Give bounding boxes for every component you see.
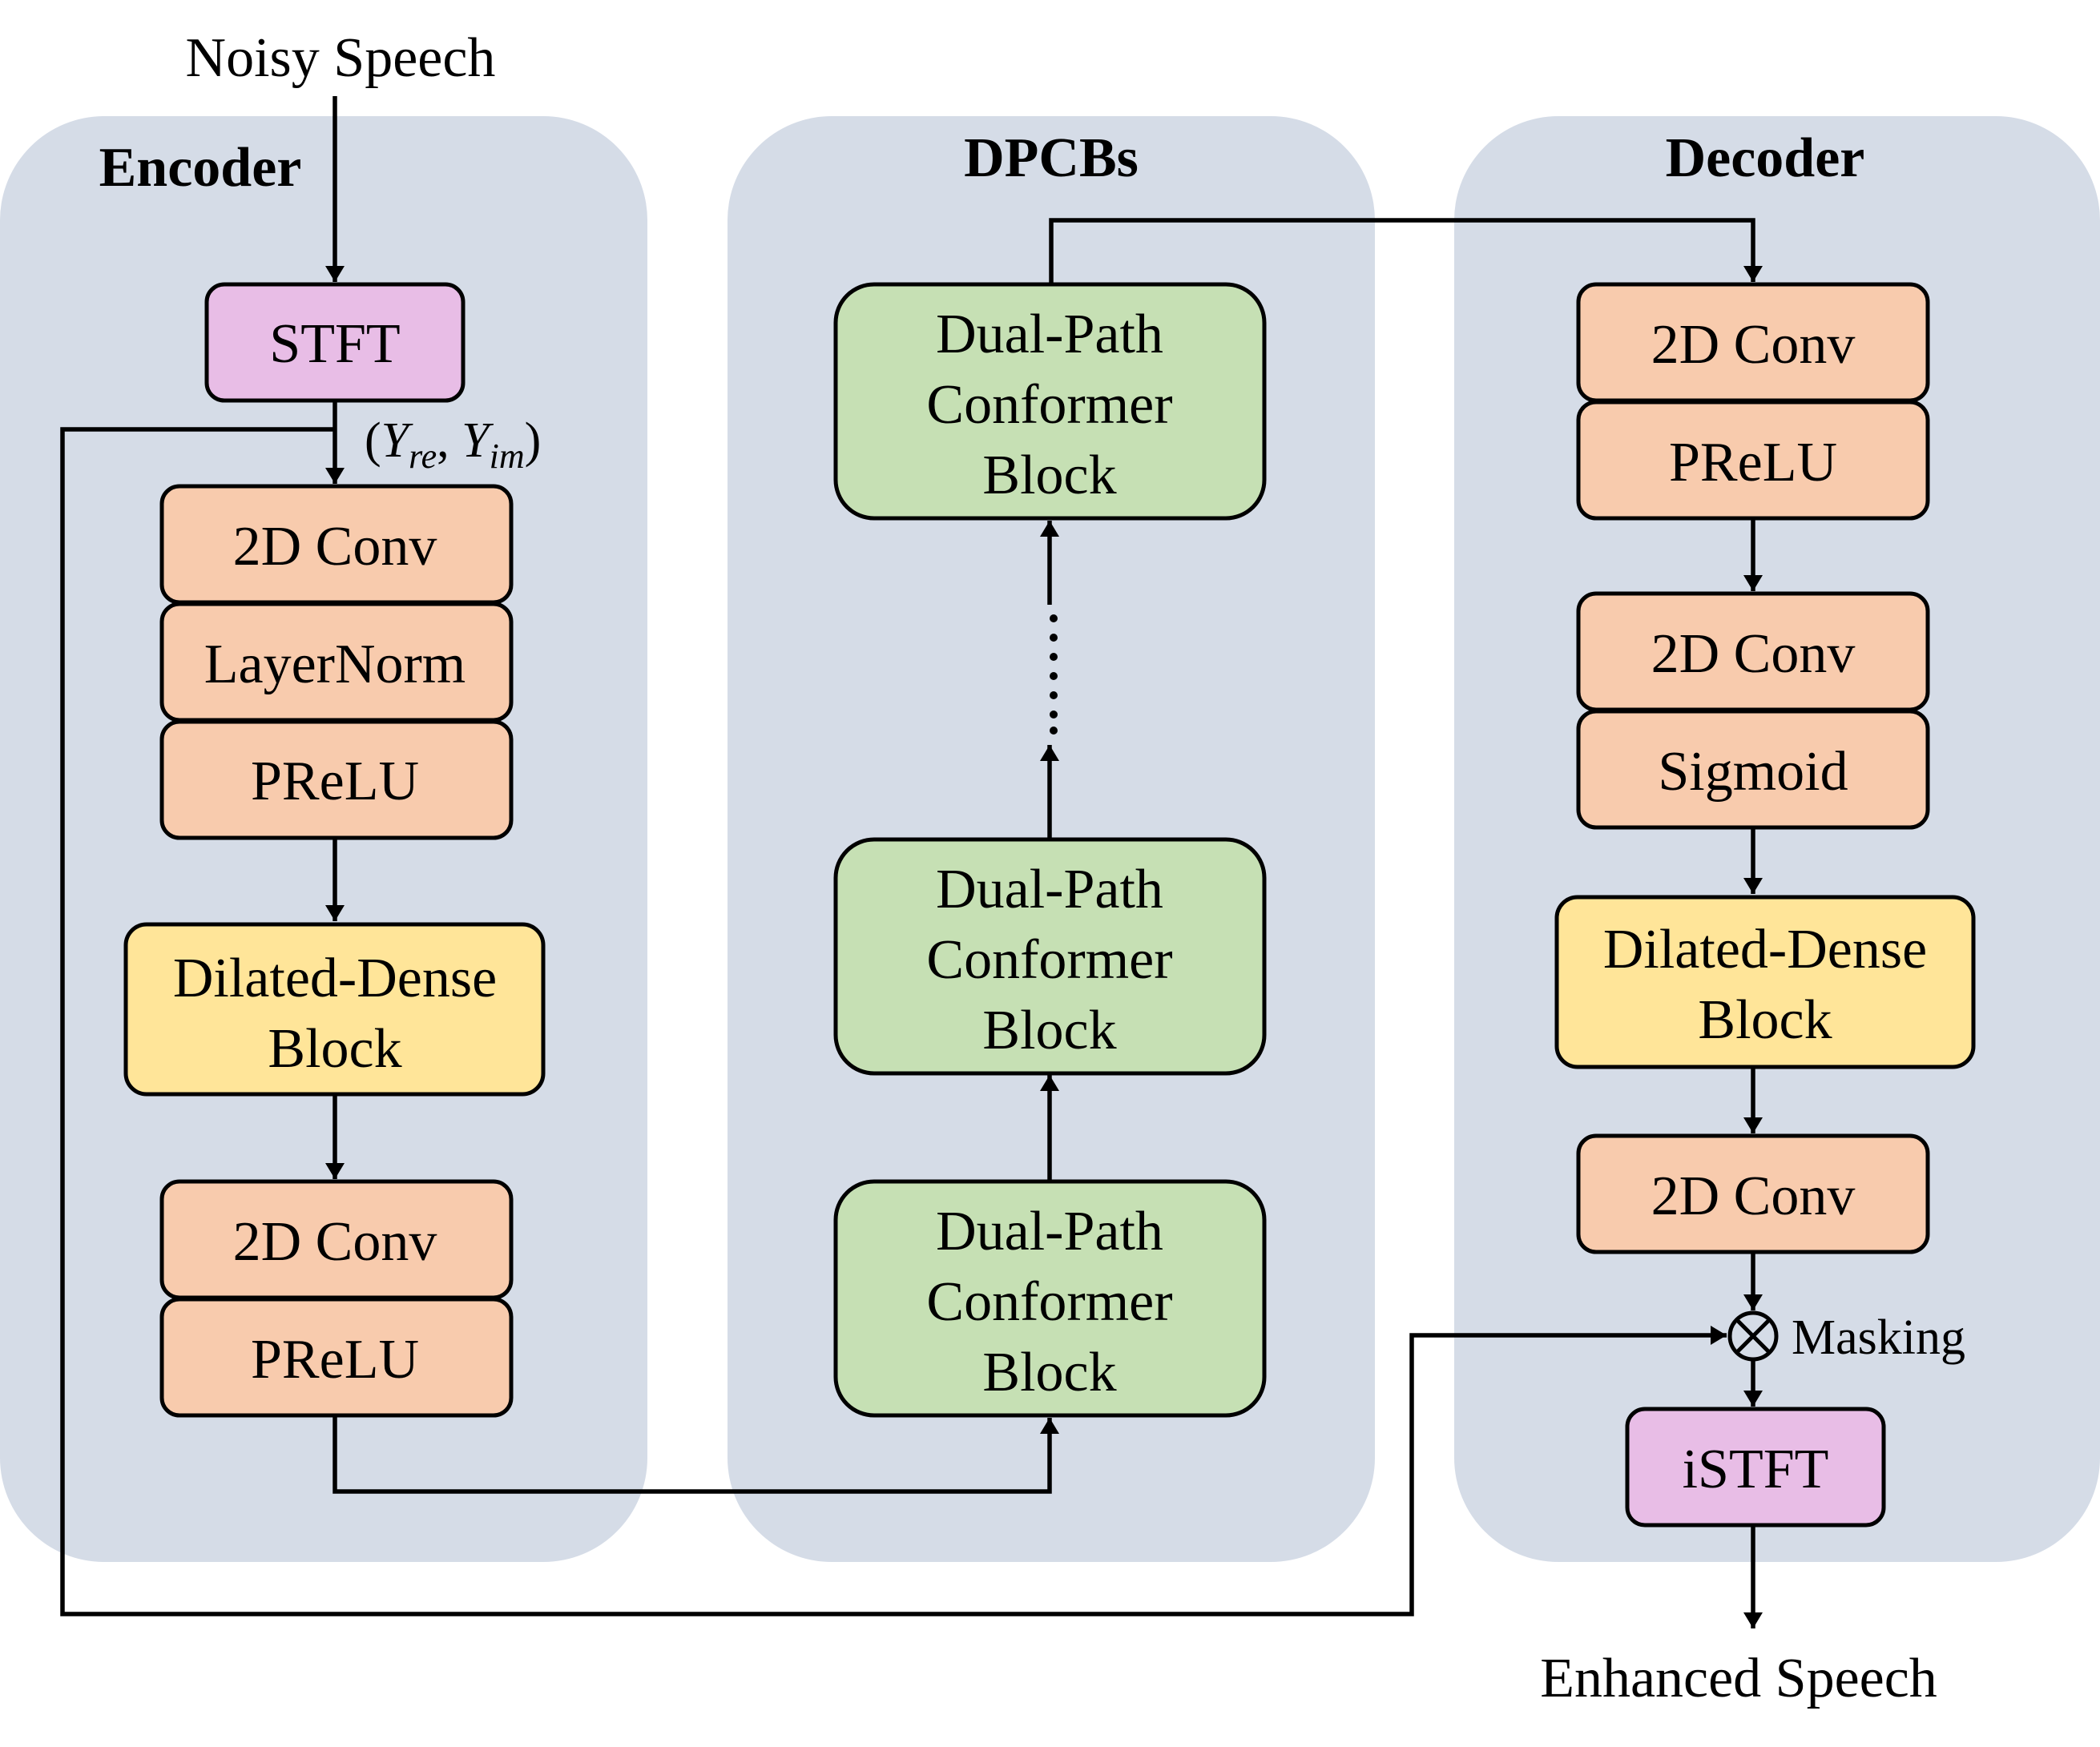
dpcb-top-line3: Block bbox=[982, 445, 1116, 506]
masking-label: Masking bbox=[1792, 1310, 1965, 1365]
dpcbs-title: DPCBs bbox=[964, 127, 1139, 189]
skip-connection-to-masking bbox=[60, 427, 1727, 1616]
decoder-conv1-label: 2D Conv bbox=[1651, 314, 1856, 376]
decoder-dilated-line1: Dilated-Dense bbox=[1603, 919, 1927, 980]
encoder-dilated-line2: Block bbox=[268, 1018, 401, 1080]
dpcb-repeat-dots bbox=[1050, 614, 1058, 735]
decoder-prelu-label: PReLU bbox=[1669, 432, 1837, 493]
decoder-title: Decoder bbox=[1666, 127, 1865, 189]
decoder-sigmoid-label: Sigmoid bbox=[1658, 741, 1848, 803]
dpcb-bottom-line2: Conformer bbox=[926, 1271, 1172, 1333]
encoder-title: Encoder bbox=[99, 137, 302, 199]
encoder-dilated-line1: Dilated-Dense bbox=[173, 948, 497, 1009]
dpcb-middle-line2: Conformer bbox=[926, 929, 1172, 991]
dpcb-bottom-line3: Block bbox=[982, 1342, 1116, 1403]
dpcb-middle-line1: Dual-Path bbox=[936, 859, 1163, 920]
decoder-istft-box bbox=[1625, 1407, 1886, 1528]
decoder-istft-label: iSTFT bbox=[1683, 1439, 1829, 1500]
noisy-speech-label: Noisy Speech bbox=[186, 27, 496, 89]
dpcb-block-bottom: Dual-Path Conformer Block bbox=[833, 1179, 1267, 1418]
decoder-conv3-label: 2D Conv bbox=[1651, 1165, 1856, 1227]
encoder-conv1-label: 2D Conv bbox=[233, 516, 437, 578]
dpcb-top-line1: Dual-Path bbox=[936, 304, 1163, 365]
dpcb-block-middle: Dual-Path Conformer Block bbox=[833, 837, 1267, 1076]
arrow-dpcb-to-decoder bbox=[1049, 218, 1763, 284]
decoder-conv2-label: 2D Conv bbox=[1651, 623, 1856, 685]
dpcb-middle-line3: Block bbox=[982, 1000, 1116, 1061]
arrow-encoder-to-dpcb bbox=[333, 1415, 1059, 1494]
encoder-stft-label: STFT bbox=[269, 313, 400, 375]
dpcb-bottom-line1: Dual-Path bbox=[936, 1201, 1163, 1262]
decoder-dilated-dense-box bbox=[1554, 895, 1976, 1069]
encoder-prelu2-label: PReLU bbox=[251, 1329, 419, 1391]
spectrum-label: (Yre, Yim) bbox=[365, 413, 541, 476]
dpcb-block-top: Dual-Path Conformer Block bbox=[833, 282, 1267, 521]
encoder-conv2-label: 2D Conv bbox=[233, 1211, 437, 1273]
encoder-layernorm-label: LayerNorm bbox=[204, 634, 466, 695]
dpcb-top-line2: Conformer bbox=[926, 374, 1172, 436]
decoder-dilated-line2: Block bbox=[1698, 989, 1832, 1051]
enhanced-speech-label: Enhanced Speech bbox=[1540, 1648, 1937, 1709]
encoder-prelu1-label: PReLU bbox=[251, 751, 419, 812]
